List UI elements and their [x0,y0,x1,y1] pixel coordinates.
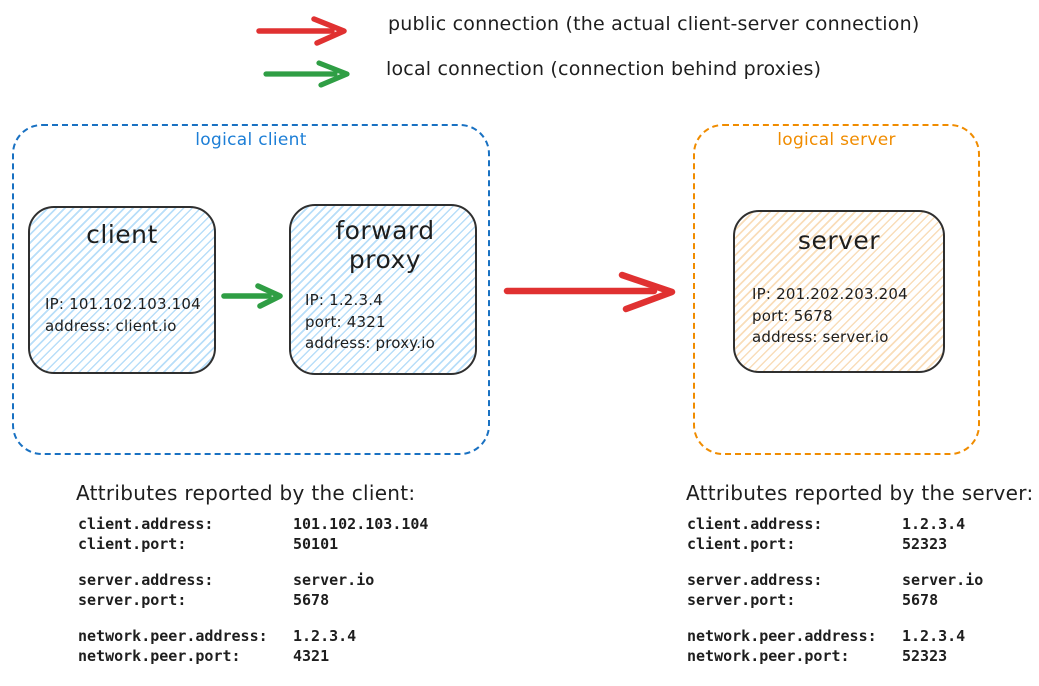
attr-value: 5678 [293,591,330,609]
attr-row: server.port: 5678 [687,590,983,610]
client-attributes-heading: Attributes reported by the client: [76,481,416,505]
local-connection-legend-label: local connection (connection behind prox… [386,58,822,80]
attr-key: network.peer.address: [687,627,877,645]
public-connection-legend-label: public connection (the actual client-ser… [388,13,920,35]
attr-value: 52323 [902,647,948,665]
attr-key: client.address: [687,515,823,533]
client-node-details: IP: 101.102.103.104 address: client.io [45,295,201,335]
attr-row: network.peer.port: 4321 [78,646,428,666]
attr-row: server.address: server.io [78,570,428,590]
server-node-title: server [797,226,881,255]
server-node-details: IP: 201.202.203.204 port: 5678 address: … [752,285,908,346]
forward-proxy-node: forward proxy IP: 1.2.3.4 port: 4321 add… [289,204,477,375]
server-attributes-heading: Attributes reported by the server: [686,481,1034,505]
server-attr-group: network.peer.address: 1.2.3.4 network.pee… [687,626,983,666]
client-node: client IP: 101.102.103.104 address: clie… [28,206,216,374]
attr-key: client.port: [687,535,796,553]
attr-value: 101.102.103.104 [293,515,429,533]
public-connection-arrow-icon [256,16,352,46]
attr-value: server.io [902,571,984,589]
attr-value: 1.2.3.4 [902,627,966,645]
client-node-title: client [86,220,158,249]
attr-key: server.port: [78,591,187,609]
attr-value: 52323 [902,535,948,553]
attr-key: server.port: [687,591,796,609]
public-connection-arrow [502,271,682,313]
attr-row: network.peer.address: 1.2.3.4 [687,626,983,646]
attr-row: server.address: server.io [687,570,983,590]
server-attr-group: client.address: 1.2.3.4 client.port: 52323 [687,514,983,554]
forward-proxy-node-title: forward proxy [335,216,435,274]
attr-row: client.address: 1.2.3.4 [687,514,983,534]
attr-value: 1.2.3.4 [902,515,966,533]
attr-value: 1.2.3.4 [293,627,357,645]
client-attr-group: client.address: 101.102.103.104 client.po… [78,514,428,554]
attr-row: server.port: 5678 [78,590,428,610]
attr-row: network.peer.address: 1.2.3.4 [78,626,428,646]
local-connection-arrow-icon [263,60,355,88]
attr-key: network.peer.address: [78,627,268,645]
logical-client-label: logical client [195,130,307,150]
forward-proxy-node-details: IP: 1.2.3.4 port: 4321 address: proxy.io [305,291,435,352]
attr-value: 5678 [902,591,939,609]
attr-key: client.address: [78,515,214,533]
server-attributes-table: client.address: 1.2.3.4 client.port: 52323… [687,514,983,682]
attr-row: client.port: 50101 [78,534,428,554]
server-attr-group: server.address: server.io server.port: 567… [687,570,983,610]
attr-row: client.address: 101.102.103.104 [78,514,428,534]
logical-server-label: logical server [777,130,896,150]
attr-key: client.port: [78,535,187,553]
local-connection-arrow [221,283,287,309]
attr-key: server.address: [687,571,823,589]
attr-value: 50101 [293,535,339,553]
attr-row: client.port: 52323 [687,534,983,554]
attr-key: network.peer.port: [687,647,850,665]
attr-value: 4321 [293,647,330,665]
logical-server-group: logical server server IP: 201.202.203.20… [693,124,980,455]
attr-key: server.address: [78,571,214,589]
client-attr-group: network.peer.address: 1.2.3.4 network.pee… [78,626,428,666]
attr-value: server.io [293,571,375,589]
logical-client-group: logical client client IP: 101.102.103.10… [12,124,490,455]
server-node: server IP: 201.202.203.204 port: 5678 ad… [733,210,945,373]
attr-key: network.peer.port: [78,647,241,665]
client-attr-group: server.address: server.io server.port: 567… [78,570,428,610]
attr-row: network.peer.port: 52323 [687,646,983,666]
client-attributes-table: client.address: 101.102.103.104 client.po… [78,514,428,682]
